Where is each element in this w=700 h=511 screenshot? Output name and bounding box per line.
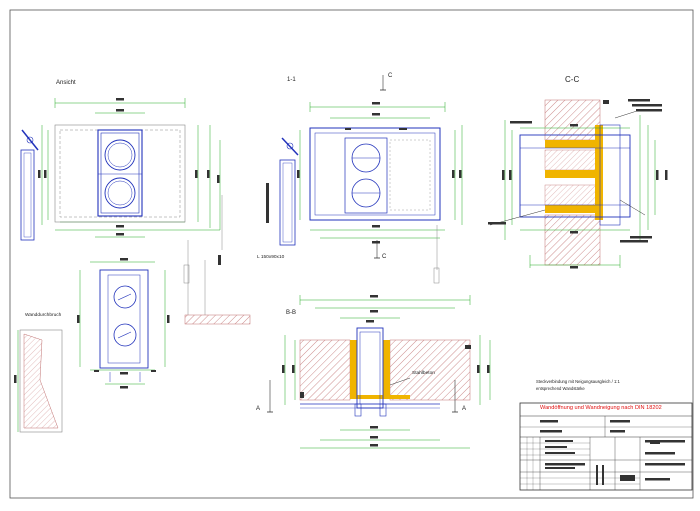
front-view	[20, 98, 251, 325]
angle-profile-label: L 150x90x10	[257, 255, 285, 260]
flange-detail	[77, 258, 170, 389]
section-cc-label: C-C	[565, 75, 580, 84]
wall-opening-detail	[14, 329, 63, 433]
section-1-1	[266, 75, 463, 284]
wall-opening-label: Wanddurchbruch	[25, 313, 62, 318]
note-line-1: Steckverbindung mit Neigungsausgleich / …	[536, 379, 620, 384]
note-line-2: entsprechend Wandstärke	[536, 386, 585, 391]
cut-marker-a-left: A	[256, 406, 261, 412]
sheet-border	[9, 9, 694, 499]
section-c-c	[488, 99, 668, 269]
cut-marker-a-right: A	[462, 406, 467, 412]
front-view-label: Ansicht	[56, 80, 76, 86]
title-block-title: Wandöffnung und Wandneigung nach DIN 182…	[540, 405, 662, 411]
section-1-1-label: 1-1	[287, 77, 296, 83]
section-bb-label: B-B	[286, 310, 297, 316]
title-block	[519, 402, 693, 491]
cut-marker-c-top: C	[388, 73, 393, 79]
cut-marker-c-bottom: C	[382, 254, 387, 260]
section-b-b	[267, 295, 491, 449]
reinforced-concrete-label: Stahlbeton	[412, 371, 435, 376]
